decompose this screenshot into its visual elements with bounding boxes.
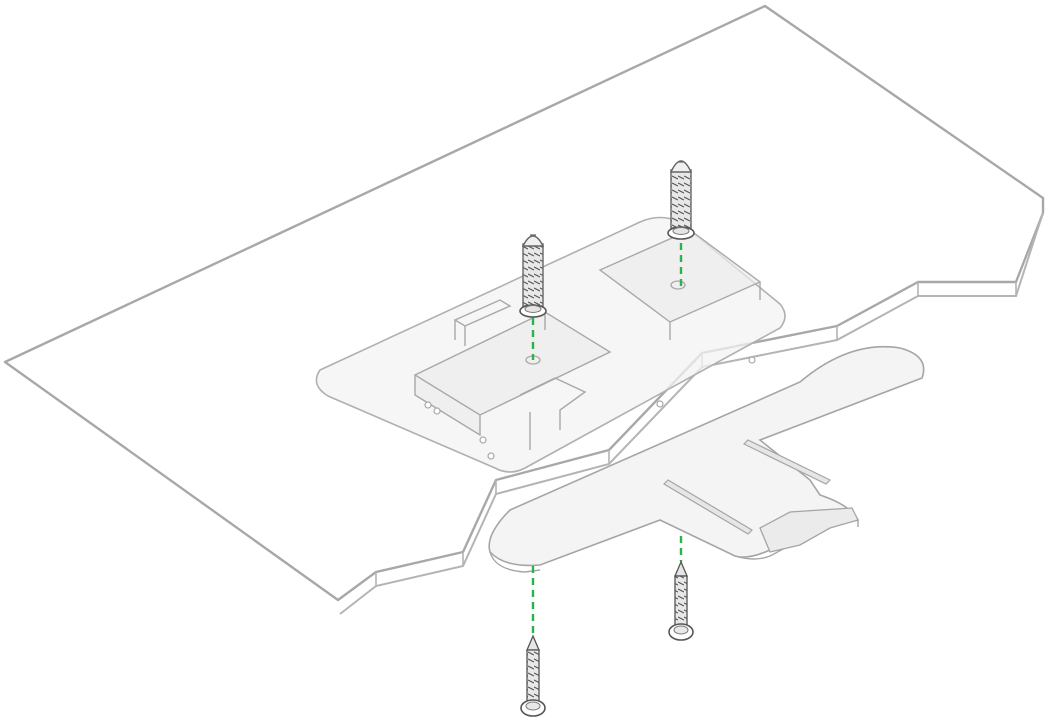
mounting-plate-slot-lower <box>663 479 753 535</box>
mounting-plate-edge <box>489 520 859 573</box>
mounting-plate <box>488 345 925 573</box>
anchor-plug-right <box>667 160 695 240</box>
mounting-plate-slot-upper <box>742 439 832 485</box>
screw-right <box>668 560 694 641</box>
alignment-guides <box>531 243 683 636</box>
base-plate-rail-left <box>413 311 612 437</box>
base-plate-clip-left <box>453 299 512 346</box>
screw-left <box>520 634 546 717</box>
mounting-plate-tab <box>759 507 859 553</box>
anchor-plug-left <box>519 234 547 318</box>
base-plate-rivets <box>424 356 756 460</box>
base-plate-clip-right <box>519 377 587 450</box>
base-plate-hole-right <box>670 280 686 290</box>
